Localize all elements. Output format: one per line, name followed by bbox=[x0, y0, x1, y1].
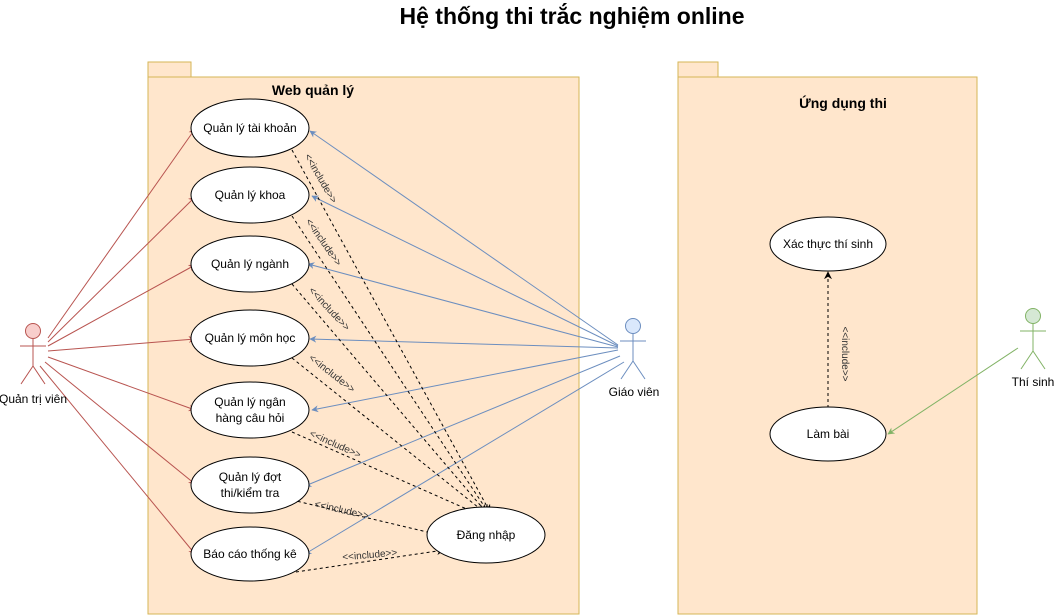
edge-admin-report bbox=[39, 365, 196, 555]
actor-leg bbox=[32, 365, 46, 385]
actor-teacher[interactable]: Giáo viên bbox=[609, 318, 660, 400]
actor-label: Giáo viên bbox=[609, 385, 660, 399]
include-faculty-login bbox=[291, 215, 489, 513]
edge-student-take bbox=[887, 347, 1019, 435]
actor-head bbox=[625, 318, 641, 334]
edge-admin-faculty bbox=[47, 196, 196, 343]
package-app-body bbox=[677, 76, 978, 615]
use-case-label: Báo cáo thống kê bbox=[203, 547, 297, 561]
use-case-label: hàng câu hỏi bbox=[216, 411, 285, 425]
use-case-label: Xác thực thí sinh bbox=[783, 237, 873, 251]
use-case-login[interactable]: Đăng nhập bbox=[426, 506, 546, 564]
edge-teacher-report bbox=[304, 361, 625, 555]
edge-admin-account bbox=[47, 128, 196, 339]
use-case-label: Quản lý ngành bbox=[211, 257, 289, 271]
actor-leg bbox=[20, 365, 34, 385]
edge-teacher-exams bbox=[304, 355, 621, 487]
edge-teacher-account bbox=[309, 130, 619, 346]
actor-label: Quản trị viên bbox=[0, 392, 67, 406]
edge-admin-questions bbox=[47, 356, 196, 412]
edge-teacher-questions bbox=[311, 349, 619, 413]
use-case-label: Làm bài bbox=[807, 427, 850, 441]
edge-teacher-subject bbox=[309, 335, 619, 349]
actor-leg bbox=[632, 360, 646, 380]
edge-admin-subject bbox=[47, 336, 196, 352]
use-case-subject[interactable]: Quản lý môn học bbox=[190, 309, 310, 367]
include-label: <<include>> bbox=[839, 326, 850, 381]
use-case-label: Quản lý ngân bbox=[214, 395, 285, 409]
actor-student[interactable]: Thí sinh bbox=[1012, 308, 1055, 390]
include-label: <<include>> bbox=[342, 548, 398, 564]
use-case-account[interactable]: Quản lý tài khoản bbox=[190, 98, 310, 158]
use-case-exams[interactable]: Quản lý đợt thi/kiểm tra bbox=[190, 456, 310, 514]
include-account-login bbox=[291, 149, 491, 513]
edge-teacher-major bbox=[307, 262, 619, 348]
use-case-questions[interactable]: Quản lý ngân hàng câu hỏi bbox=[190, 381, 310, 439]
include-subject-login bbox=[291, 357, 485, 513]
actor-head bbox=[1025, 308, 1041, 324]
use-case-label: thi/kiểm tra bbox=[221, 486, 280, 500]
edge-teacher-faculty bbox=[311, 195, 619, 347]
use-case-label: Quản lý tài khoản bbox=[203, 121, 296, 135]
edge-admin-major bbox=[47, 264, 196, 347]
include-edges bbox=[291, 149, 832, 573]
include-exams-login bbox=[291, 499, 445, 539]
package-web-tab bbox=[147, 61, 192, 78]
actor-head bbox=[25, 323, 41, 339]
use-case-label: Quản lý đợt bbox=[219, 470, 282, 484]
use-case-verify[interactable]: Xác thực thí sinh bbox=[769, 216, 887, 272]
actor-leg bbox=[1020, 350, 1034, 370]
package-web-title: Web quản lý bbox=[272, 82, 354, 98]
admin-associations bbox=[39, 128, 196, 555]
package-app: Ứng dụng thi bbox=[677, 61, 978, 615]
use-case-report[interactable]: Báo cáo thống kê bbox=[190, 526, 310, 582]
use-case-take[interactable]: Làm bài bbox=[769, 406, 887, 462]
edge-admin-exams bbox=[44, 361, 196, 485]
teacher-associations bbox=[304, 130, 625, 555]
use-case-label: Quản lý môn học bbox=[205, 331, 296, 345]
package-app-tab bbox=[677, 61, 719, 78]
actor-leg bbox=[620, 360, 634, 380]
use-case-faculty[interactable]: Quản lý khoa bbox=[190, 166, 310, 224]
use-case-major[interactable]: Quản lý ngành bbox=[190, 235, 310, 293]
package-app-title: Ứng dụng thi bbox=[799, 94, 887, 111]
actor-leg bbox=[1032, 350, 1046, 370]
diagram-title: Hệ thống thi trắc nghiệm online bbox=[400, 2, 745, 29]
actor-label: Thí sinh bbox=[1012, 375, 1055, 389]
include-report-login bbox=[295, 547, 445, 573]
use-case-label: Quản lý khoa bbox=[215, 188, 286, 202]
actor-admin[interactable]: Quản trị viên bbox=[0, 323, 67, 407]
include-major-login bbox=[291, 283, 487, 513]
use-case-label: Đăng nhập bbox=[457, 528, 516, 542]
include-questions-login bbox=[291, 431, 479, 515]
